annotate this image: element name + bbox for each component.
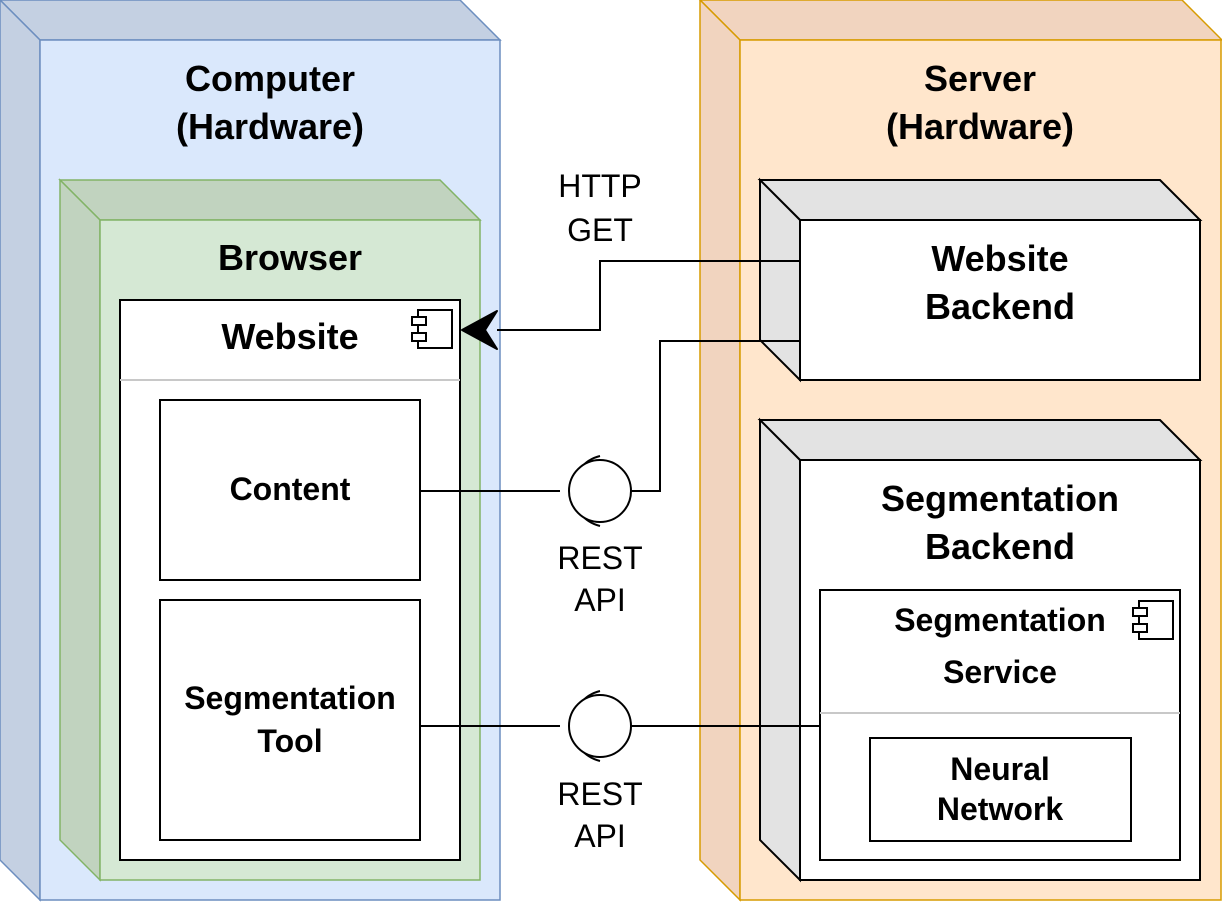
- computer-node-side: [0, 0, 41, 902]
- http-label-line1: HTTP: [558, 168, 642, 204]
- rest-api-1-label-line1: REST: [557, 540, 642, 576]
- arrowhead-icon: [461, 310, 498, 350]
- content-label: Content: [230, 471, 351, 507]
- component-icon: [1132, 600, 1174, 640]
- segmentation-backend-label-line1: Segmentation: [881, 478, 1119, 519]
- segmentation-backend-top: [757, 419, 1203, 461]
- component-icon: [411, 309, 453, 349]
- website-backend-label-line1: Website: [931, 238, 1068, 279]
- rest-api-connector-2: REST API: [420, 690, 820, 854]
- http-label-line2: GET: [567, 212, 633, 248]
- website-backend-label-line2: Backend: [925, 286, 1075, 327]
- segmentation-tool-label-line1: Segmentation: [184, 680, 396, 716]
- rest-api-2-label-line1: REST: [557, 776, 642, 812]
- server-title-line1: Server: [924, 58, 1036, 99]
- website-title: Website: [221, 316, 358, 357]
- browser-node-side: [59, 178, 101, 882]
- segmentation-backend-side: [759, 417, 801, 883]
- neural-network-label-line2: Network: [937, 791, 1063, 827]
- browser-title: Browser: [218, 237, 362, 278]
- provided-interface-ball-icon: [568, 459, 632, 523]
- segmentation-tool-box: [159, 599, 421, 841]
- website-component: Website Content Segmentation Tool: [119, 299, 461, 861]
- segmentation-tool-label-line2: Tool: [257, 723, 322, 759]
- computer-node-top: [0, 0, 502, 41]
- segmentation-service-label-line2: Service: [943, 654, 1057, 690]
- rest-api-1-line-right: [631, 340, 800, 492]
- neural-network-label-line1: Neural: [950, 751, 1050, 787]
- website-backend-top: [757, 179, 1203, 221]
- segmentation-backend-label-line2: Backend: [925, 526, 1075, 567]
- http-get-line: [497, 260, 800, 331]
- website-backend-front: [799, 219, 1201, 381]
- provided-interface-ball-icon: [568, 694, 632, 758]
- server-node-top: [698, 0, 1222, 41]
- rest-api-1-label-line2: API: [574, 582, 626, 618]
- rest-api-connector-1: REST API: [420, 340, 800, 618]
- segmentation-service-label-line1: Segmentation: [894, 602, 1106, 638]
- neural-network-box: [869, 737, 1132, 842]
- server-node-side: [699, 0, 741, 902]
- website-backend-node: Website Backend: [757, 177, 1203, 383]
- rest-api-2-label-line2: API: [574, 818, 626, 854]
- http-get-connector: HTTP GET: [461, 168, 800, 350]
- segmentation-backend-node: Segmentation Backend Segmentation Servic…: [757, 417, 1203, 883]
- computer-title-line1: Computer: [185, 58, 355, 99]
- server-title-line2: (Hardware): [886, 106, 1074, 147]
- browser-node-top: [58, 179, 482, 221]
- computer-title-line2: (Hardware): [176, 106, 364, 147]
